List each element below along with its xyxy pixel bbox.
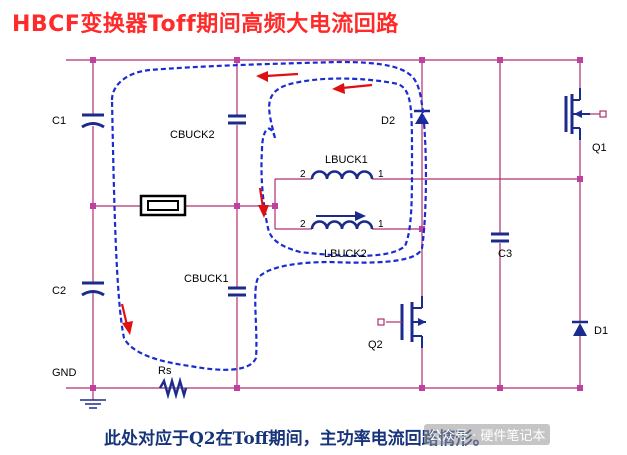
mosfet-q2: [377, 296, 426, 348]
label-d2: D2: [381, 115, 395, 127]
label-d1: D1: [594, 325, 608, 337]
capacitor-cbuck2: [228, 114, 246, 125]
capacitor-cbuck1: [228, 286, 246, 297]
label-rs: Rs: [158, 365, 172, 377]
diagram-title: HBCF变换器Toff期间高频大电流回路: [12, 12, 399, 37]
diode-d1: [572, 320, 588, 336]
lbuck2-current-arrow: [316, 211, 366, 221]
pin-lbuck2-right: 1: [378, 219, 384, 230]
label-lbuck1: LBUCK1: [325, 154, 368, 166]
pin-lbuck2-left: 2: [300, 219, 306, 230]
inductor-lbuck2: [310, 220, 374, 230]
fuse-component: [139, 194, 187, 217]
current-direction-arrows: [120, 71, 373, 335]
label-cbuck1: CBUCK1: [184, 273, 229, 285]
label-q2: Q2: [368, 339, 383, 351]
capacitor-c2: [81, 281, 105, 297]
watermark-label: 公众号 · 硬件笔记本: [424, 424, 551, 445]
resistor-rs: [158, 376, 188, 400]
label-gnd: GND: [52, 367, 77, 379]
capacitor-c1: [81, 113, 105, 129]
label-q1: Q1: [592, 142, 607, 154]
label-lbuck2: LBUCK2: [324, 248, 367, 260]
mosfet-q1: [564, 88, 607, 140]
pin-lbuck1-left: 2: [300, 169, 306, 180]
diagram-caption: 此处对应于Q2在Toff期间，主功率电流回路情形。: [104, 429, 490, 449]
label-cbuck2: CBUCK2: [170, 129, 215, 141]
wires: [66, 59, 581, 400]
junction-nodes: [90, 57, 583, 391]
inductor-lbuck1: [310, 170, 374, 180]
label-c2: C2: [52, 285, 66, 297]
label-c1: C1: [52, 115, 66, 127]
ground-symbol: [80, 399, 106, 409]
capacitor-c3: [491, 232, 509, 243]
pin-lbuck1-right: 1: [378, 169, 384, 180]
label-c3: C3: [498, 248, 512, 260]
